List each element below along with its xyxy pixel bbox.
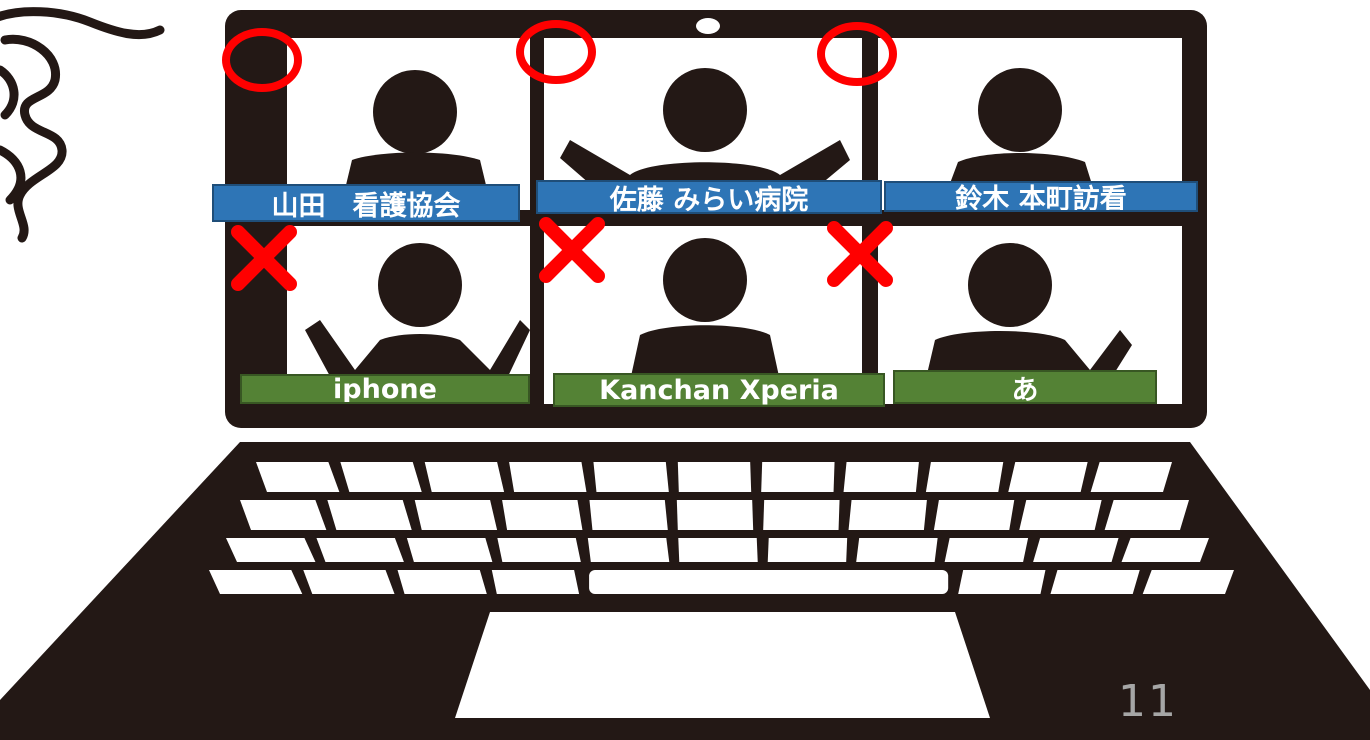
keyboard-key: [1019, 500, 1102, 530]
keyboard-key: [925, 462, 1004, 492]
keyboard-key: [256, 462, 340, 492]
keyboard-key: [677, 462, 752, 492]
keyboard-key: [209, 570, 303, 594]
keyboard-key: [303, 570, 395, 594]
participant-name-label: 山田 看護協会: [212, 184, 520, 222]
participant-name-label: iphone: [240, 374, 530, 404]
circle-mark-icon: [817, 22, 897, 86]
participant-name-label: Kanchan Xperia: [553, 373, 885, 407]
keyboard-key: [944, 538, 1029, 562]
circle-mark-icon: [516, 20, 596, 84]
keyboard-key: [761, 462, 835, 492]
keyboard-key: [397, 570, 487, 594]
scribble-decoration: [0, 7, 165, 243]
keyboard-key: [587, 538, 670, 562]
keyboard-key: [933, 500, 1015, 530]
circle-mark-icon: [222, 28, 302, 92]
keyboard-key: [1008, 462, 1088, 492]
participant-name-label: あ: [893, 370, 1157, 404]
keyboard-key: [414, 500, 498, 530]
status-marks: [222, 20, 897, 291]
keyboard-key: [767, 538, 848, 562]
keyboard-key: [226, 538, 316, 562]
spacebar-key: [589, 570, 949, 594]
keyboard-key: [509, 462, 587, 492]
keyboard-key: [1033, 538, 1119, 562]
keyboard-key: [958, 570, 1046, 594]
keyboard-key: [1104, 500, 1189, 530]
keyboard-key: [589, 500, 668, 530]
keyboard-key: [843, 462, 919, 492]
keyboard-key: [491, 570, 580, 594]
keyboard-key: [678, 538, 758, 562]
keyboard: [209, 462, 1234, 594]
keyboard-key: [340, 462, 422, 492]
participant-name-label: 佐藤 みらい病院: [536, 180, 882, 214]
keyboard-key: [1121, 538, 1209, 562]
trackpad: [455, 612, 990, 718]
keyboard-key: [497, 538, 581, 562]
keyboard-key: [424, 462, 505, 492]
keyboard-key: [502, 500, 583, 530]
keyboard-key: [327, 500, 412, 530]
cross-mark-icon: [827, 221, 893, 287]
keyboard-key: [316, 538, 404, 562]
keyboard-key: [593, 462, 669, 492]
keyboard-key: [848, 500, 927, 530]
cross-mark-icon: [231, 225, 297, 291]
keyboard-key: [676, 500, 754, 530]
keyboard-key: [763, 500, 840, 530]
participant-name-label: 鈴木 本町訪看: [884, 181, 1198, 212]
page-number: 11: [1118, 676, 1178, 727]
camera-icon: [696, 18, 720, 34]
keyboard-key: [856, 538, 938, 562]
keyboard-key: [406, 538, 493, 562]
keyboard-key: [1142, 570, 1234, 594]
keyboard-key: [1050, 570, 1140, 594]
cross-mark-icon: [539, 217, 605, 283]
keyboard-key: [240, 500, 327, 530]
keyboard-key: [1090, 462, 1172, 492]
